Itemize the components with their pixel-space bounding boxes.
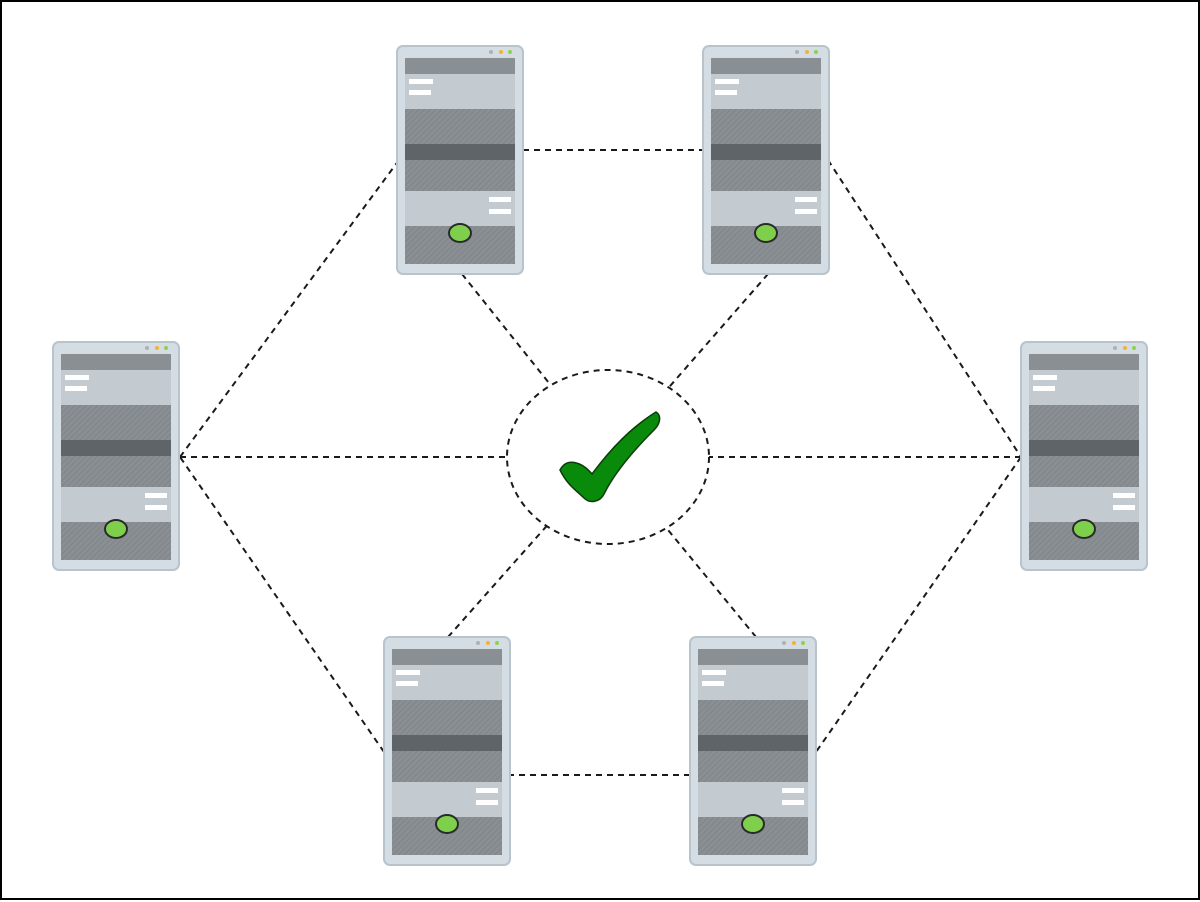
connection-lines xyxy=(179,149,1022,776)
server-top-left xyxy=(396,45,524,275)
server-icon xyxy=(396,45,524,275)
server-nodes xyxy=(52,45,1148,866)
server-right xyxy=(1020,341,1148,571)
connection-line-server-bottom-left-to-server-left xyxy=(179,456,385,753)
connection-line-server-top-right-to-verified-center xyxy=(668,273,769,389)
server-top-right xyxy=(702,45,830,275)
server-icon xyxy=(689,636,817,866)
server-bottom-right xyxy=(689,636,817,866)
server-icon xyxy=(52,341,180,571)
status-led xyxy=(741,814,765,834)
status-led xyxy=(448,223,472,243)
checkmark-icon xyxy=(559,411,661,503)
server-icon xyxy=(383,636,511,866)
server-bottom-left xyxy=(383,636,511,866)
server-left xyxy=(52,341,180,571)
status-led xyxy=(1072,519,1096,539)
status-led xyxy=(754,223,778,243)
connection-line-server-right-to-server-bottom-right xyxy=(815,456,1022,753)
connection-line-server-top-right-to-server-right xyxy=(827,159,1022,458)
connection-line-server-left-to-server-top-left xyxy=(179,159,400,458)
connection-line-server-top-left-to-verified-center xyxy=(461,273,552,386)
connection-line-server-bottom-right-to-verified-center xyxy=(665,527,757,638)
status-led xyxy=(435,814,459,834)
status-led xyxy=(104,519,128,539)
server-icon xyxy=(702,45,830,275)
connection-line-server-bottom-left-to-verified-center xyxy=(447,525,548,638)
verified-center xyxy=(506,369,710,545)
